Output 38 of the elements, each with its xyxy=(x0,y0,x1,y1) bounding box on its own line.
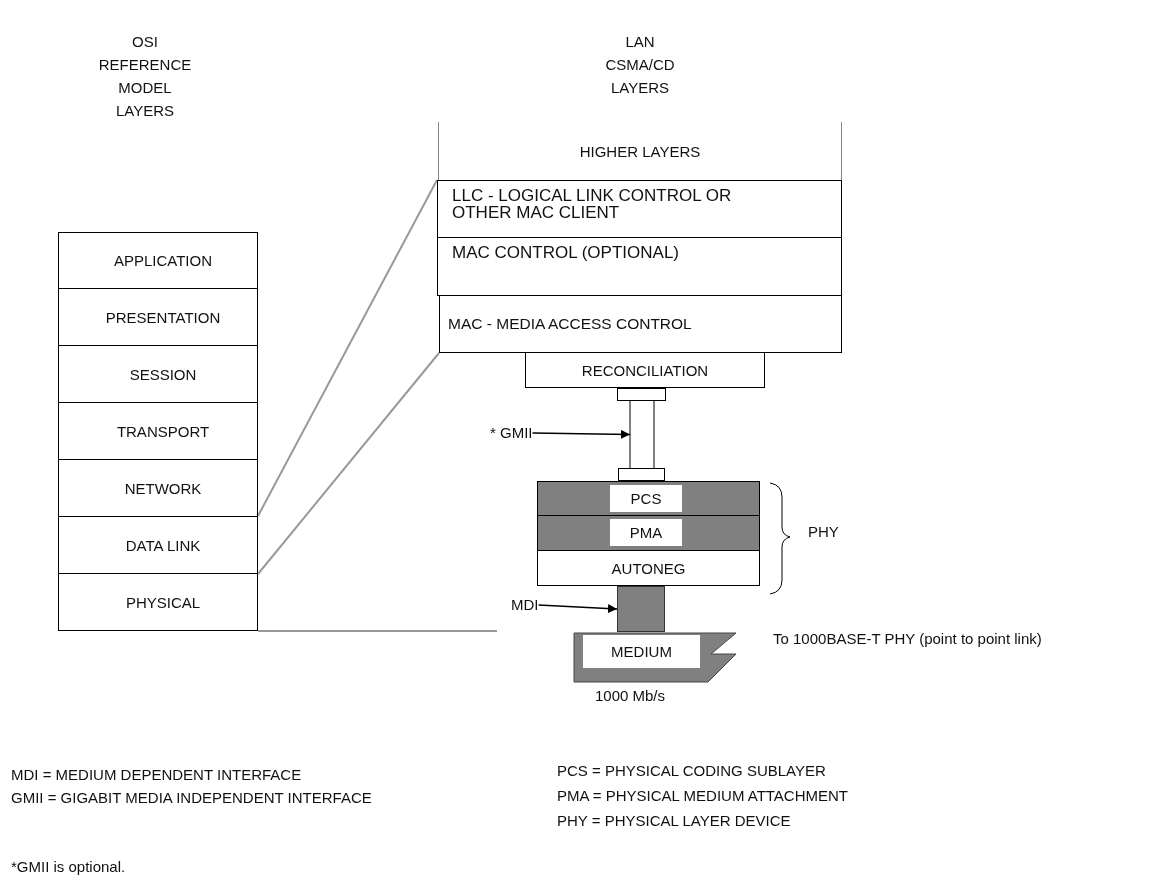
osi-layer-box: SESSION xyxy=(58,345,258,403)
footnote-text: *GMII is optional. xyxy=(11,858,126,876)
data-rate-label: 1000 Mb/s xyxy=(595,687,666,705)
definition-text: PHY = PHYSICAL LAYER DEVICE xyxy=(557,812,791,830)
mapping-line xyxy=(257,179,438,517)
note-text: To 1000BASE-T PHY (point to point link) xyxy=(773,630,1042,648)
mapping-line xyxy=(257,352,440,575)
definition-text: GMII = GIGABIT MEDIA INDEPENDENT INTERFACE xyxy=(11,789,372,807)
interface-label: MDI xyxy=(511,595,539,615)
layer-box: LLC - LOGICAL LINK CONTROL OR OTHER MAC CLIENT xyxy=(437,180,842,238)
sublayer-label: PCS xyxy=(610,485,682,512)
arrow xyxy=(537,604,618,614)
osi-layer-box: APPLICATION xyxy=(58,232,258,289)
column-heading: OSI REFERENCE MODEL LAYERS xyxy=(97,32,193,121)
layer-box: RECONCILIATION xyxy=(525,352,765,388)
column-heading: LAN CSMA/CD LAYERS xyxy=(604,32,676,98)
osi-layer-box: PRESENTATION xyxy=(58,288,258,346)
layer-box: HIGHER LAYERS xyxy=(438,122,842,181)
medium-shape xyxy=(573,632,737,683)
sublayer-band xyxy=(537,481,760,516)
brace-label: PHY xyxy=(808,523,839,541)
mapping-line xyxy=(257,630,498,632)
osi-layer-box: DATA LINK xyxy=(58,516,258,574)
definition-text: PCS = PHYSICAL CODING SUBLAYER xyxy=(557,762,826,780)
interface-label: * GMII xyxy=(490,423,533,443)
definition-text: PMA = PHYSICAL MEDIUM ATTACHMENT xyxy=(557,787,848,805)
osi-layer-box: NETWORK xyxy=(58,459,258,517)
definition-text: MDI = MEDIUM DEPENDENT INTERFACE xyxy=(11,766,302,784)
medium-label: MEDIUM xyxy=(583,635,700,668)
layer-box: MAC CONTROL (OPTIONAL) xyxy=(437,237,842,296)
layer-box: AUTONEG xyxy=(537,550,760,586)
interface-bar xyxy=(617,586,665,632)
osi-layer-box: TRANSPORT xyxy=(58,402,258,460)
interface-connector xyxy=(617,388,666,481)
sublayer-band xyxy=(537,515,760,551)
osi-layer-box: PHYSICAL xyxy=(58,573,258,631)
arrow xyxy=(531,429,631,439)
sublayer-label: PMA xyxy=(610,519,682,546)
